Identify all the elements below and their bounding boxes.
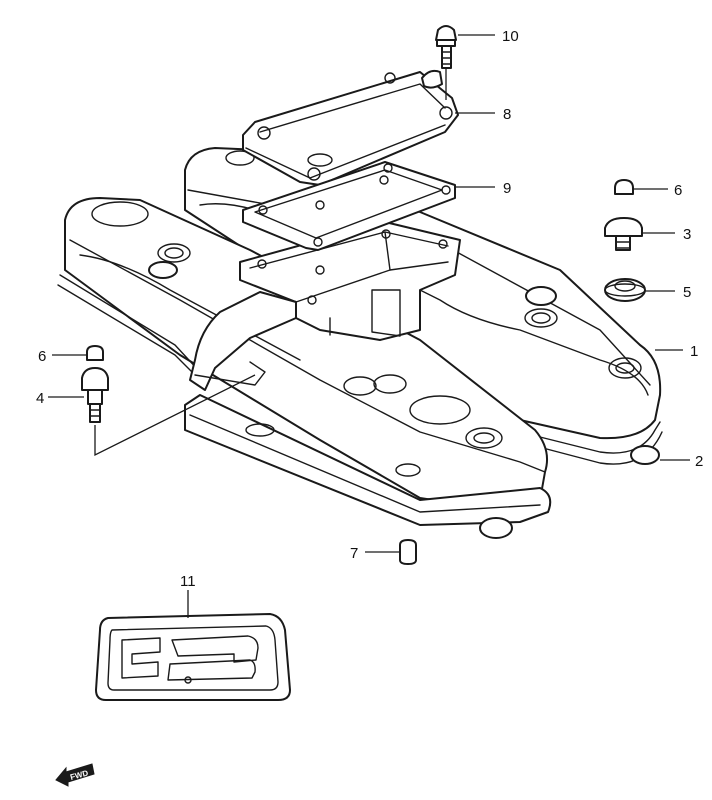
forward-direction-arrow: FWD <box>55 763 95 787</box>
cover-bolt-right[interactable] <box>604 217 643 251</box>
rubber-cap-left[interactable] <box>86 345 104 361</box>
callout-8: 8 <box>503 106 511 123</box>
cover-bolt-left[interactable] <box>81 367 109 423</box>
callout-7: 7 <box>350 545 358 562</box>
callout-6-right: 6 <box>674 182 682 199</box>
bolt-location-lines <box>94 374 256 457</box>
callout-10: 10 <box>502 28 519 45</box>
callout-2: 2 <box>695 453 703 470</box>
dowel-pin[interactable] <box>399 539 417 565</box>
callout-3: 3 <box>683 226 691 243</box>
breather-cover-plate[interactable] <box>242 69 459 186</box>
callout-9: 9 <box>503 180 511 197</box>
breather-cover-bolt[interactable] <box>435 25 457 100</box>
rubber-cap-right[interactable] <box>614 179 634 195</box>
front-cover-gasket[interactable] <box>57 274 552 539</box>
callout-4: 4 <box>36 390 44 407</box>
breather-housing[interactable] <box>189 221 461 391</box>
cover-emblem[interactable] <box>95 613 291 701</box>
bolt-seal[interactable] <box>604 278 646 302</box>
callout-6-left: 6 <box>38 348 46 365</box>
fwd-arrow-icon <box>55 763 95 787</box>
callout-1: 1 <box>690 343 698 360</box>
callout-labels: 10 8 9 6 3 5 1 2 6 4 7 11 <box>36 28 703 590</box>
callout-5: 5 <box>683 284 691 301</box>
breather-cover-gasket[interactable] <box>242 161 456 251</box>
leader-lines <box>48 34 690 618</box>
rear-cover-gasket[interactable] <box>419 369 663 465</box>
callout-11: 11 <box>180 573 196 590</box>
